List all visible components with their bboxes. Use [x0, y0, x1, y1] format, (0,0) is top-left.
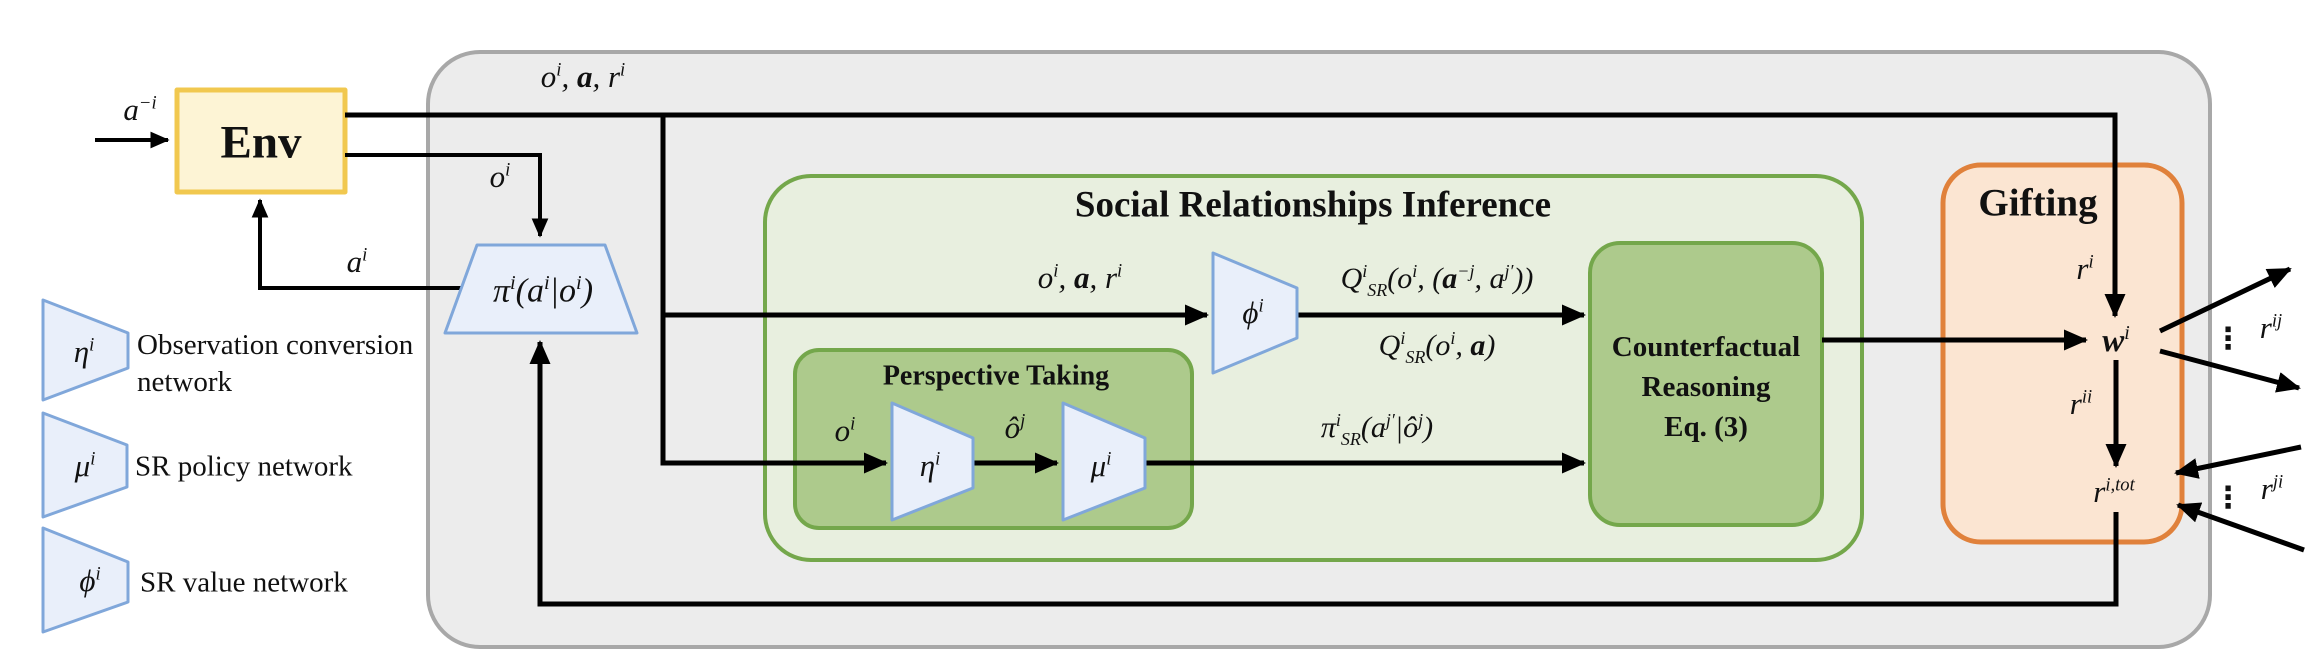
counterfactual-line2: Reasoning: [1641, 370, 1771, 403]
policy-network-label: πi(ai|oi): [492, 271, 594, 310]
q-counterfactual-label: QiSR(oi, (a−j, aj′)): [1340, 261, 1534, 301]
legend-eta-trapezoid: [41, 298, 130, 402]
gifts-in-vdots-icon: ⋮: [2213, 480, 2243, 516]
phi-network-trapezoid: [1211, 251, 1299, 375]
counterfactual-line3: Eq. (3): [1664, 410, 1748, 443]
legend-mu-symbol: μi: [74, 447, 96, 483]
edge-total-feedback-to-policy: [529, 340, 2119, 607]
observation-label: oi: [489, 158, 511, 194]
legend-phi-trapezoid: [41, 526, 130, 634]
self-reward-label: rii: [2069, 385, 2093, 421]
gifts-in-label: rji: [2260, 470, 2284, 506]
agent-action-label: ai: [346, 243, 368, 279]
legend-mu-label: SR policy network: [135, 450, 353, 483]
reward-in-label: ri: [2076, 250, 2094, 286]
counterfactual-reasoning-box: [1588, 241, 1824, 527]
counterfactual-line1: Counterfactual: [1611, 330, 1801, 363]
legend-mu-trapezoid: [41, 411, 129, 519]
gifts-out-label: rij: [2259, 309, 2283, 345]
legend-phi-symbol: ϕi: [79, 562, 101, 598]
legend-eta-symbol: ηi: [73, 333, 95, 369]
eta-network-label: ηi: [919, 447, 941, 483]
env-box: [174, 87, 348, 195]
edge-gift-in-upper: [2174, 444, 2302, 479]
sri-title: Social Relationships Inference: [1074, 184, 1552, 226]
edge-gift-out-upper: [2158, 266, 2292, 334]
edge-gift-out-lower: [2159, 348, 2301, 393]
legend-eta-label: Observation conversion network: [137, 329, 414, 398]
policy-network-trapezoid: [443, 243, 639, 335]
other-agents-action-label: a−i: [123, 91, 157, 127]
edge-gift-in-lower: [2176, 502, 2305, 553]
gifting-title: Gifting: [1978, 181, 2098, 225]
mu-network-label: μi: [1090, 447, 1112, 483]
perspective-taking-title: Perspective Taking: [882, 360, 1110, 392]
edge-trunk-to-perspective-taking: [660, 113, 888, 474]
gifts-out-vdots-icon: ⋮: [2213, 321, 2243, 357]
eta-network-trapezoid: [890, 401, 975, 522]
total-reward-label: ri,tot: [2093, 473, 2135, 509]
env-title: Env: [220, 116, 302, 169]
mu-network-trapezoid: [1061, 401, 1147, 522]
edge-policy-action-to-env: [251, 198, 461, 290]
value-branch-input-label: oi, a, ri: [1037, 259, 1123, 295]
q-actual-label: QiSR(oi, a): [1378, 328, 1496, 368]
pt-input-label: oi: [834, 412, 856, 448]
phi-network-label: ϕi: [1242, 294, 1264, 330]
sr-policy-output-label: πiSR(aj′|ôj): [1320, 410, 1434, 450]
trajectory-label: oi, a, ri: [540, 58, 626, 94]
edge-env-observation-to-policy: [345, 153, 549, 238]
edge-env-trajectory-to-gifting: [345, 112, 2126, 318]
converted-observation-label: ôj: [1004, 409, 1026, 445]
gift-weights-label: wi: [2102, 322, 2130, 360]
legend-phi-label: SR value network: [140, 566, 348, 599]
